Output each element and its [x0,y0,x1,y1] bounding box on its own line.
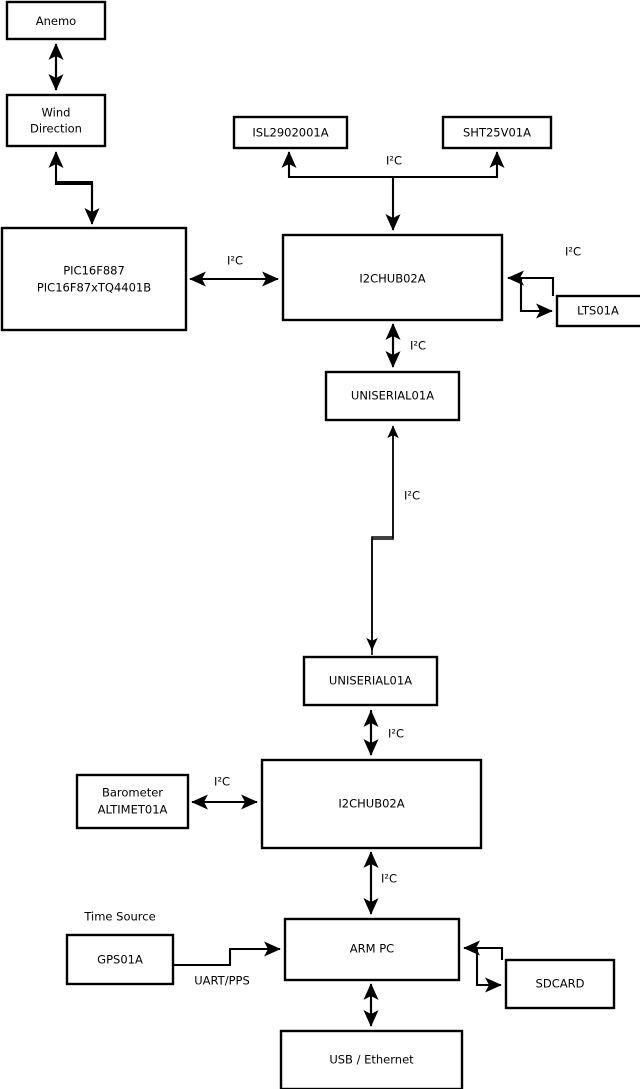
node-arm-pc-box[interactable] [283,917,461,982]
label-time-source: Time Source [83,910,155,924]
node-sht25v01a[interactable]: SHT25V01A [441,115,553,150]
node-anemo[interactable]: Anemo [5,0,107,41]
node-uniserial01a-upper[interactable]: UNISERIAL01A [324,370,461,422]
edge-hub-lts-in [507,270,555,296]
edge-pic-wind-up [48,151,94,215]
edge-hub-lts-out [519,278,553,319]
node-arm-pc-label: ARM PC [350,942,394,956]
label-i2c-uni-uni: I²C [404,489,420,503]
node-arm-pc[interactable]: ARM PC [283,917,461,982]
node-uniserial01a-lower-label: UNISERIAL01A [329,674,412,688]
node-pic16f887-box[interactable] [0,226,188,332]
node-uniserial01a-lower[interactable]: UNISERIAL01A [302,655,439,707]
node-i2chub02a-bottom-box[interactable] [260,758,483,850]
node-barometer-altimet01a-label-line1: Barometer [102,786,163,800]
node-sdcard-box[interactable] [504,958,616,1010]
node-i2chub02a-bottom-label: I2CHUB02A [338,797,404,811]
label-i2c-hub-uni: I²C [410,339,426,353]
node-isl2902001a-box[interactable] [232,115,349,150]
node-i2chub02a-top[interactable]: I2CHUB02A [281,233,504,322]
node-lts01a-box[interactable] [555,294,640,328]
node-isl2902001a[interactable]: ISL2902001A [232,115,349,150]
node-wind-direction[interactable]: Wind Direction [5,93,107,148]
edge-gps-arm [173,941,281,967]
node-wind-direction-label-line1: Wind [42,106,71,120]
label-uart-pps: UART/PPS [194,974,250,988]
node-anemo-label: Anemo [36,14,76,28]
node-barometer-altimet01a[interactable]: Barometer ALTIMET01A [75,773,190,830]
node-sdcard[interactable]: SDCARD [504,958,616,1010]
label-i2c-pic-hub: I²C [227,254,243,268]
node-wind-direction-box[interactable] [5,93,107,148]
node-uniserial01a-upper-label: UNISERIAL01A [351,389,434,403]
node-barometer-altimet01a-label-line2: ALTIMET01A [98,803,168,817]
node-pic16f887-label-line2: PIC16F87xTQ4401B [37,281,151,295]
edge-uni-uni-down [366,430,394,651]
label-i2c-hub-lts: I²C [565,245,581,259]
node-usb-ethernet-box[interactable] [279,1029,464,1089]
edge-uni-uni-up [371,425,399,655]
node-sdcard-label: SDCARD [536,977,585,991]
edge-arm-sdcard-out [475,948,502,993]
labels-layer: Time Source I²C I²C I²C I²C I²C I²C I²C … [83,154,581,988]
edges-layer [48,43,555,1027]
node-pic16f887-label-line1: PIC16F887 [63,264,125,278]
node-usb-ethernet-label: USB / Ethernet [329,1053,414,1067]
label-i2c-uni-hub2: I²C [388,727,404,741]
node-anemo-box[interactable] [5,0,107,41]
node-gps01a-label: GPS01A [97,953,143,967]
node-gps01a[interactable]: GPS01A [65,933,175,986]
node-uniserial01a-upper-box[interactable] [324,370,461,422]
node-i2chub02a-top-label: I2CHUB02A [359,272,425,286]
label-i2c-baro-hub2: I²C [214,775,230,789]
label-i2c-bus-top: I²C [386,154,402,168]
node-isl2902001a-label: ISL2902001A [252,126,328,140]
node-i2chub02a-bottom[interactable]: I2CHUB02A [260,758,483,850]
node-lts01a[interactable]: LTS01A [555,294,640,328]
node-i2chub02a-top-box[interactable] [281,233,504,322]
node-sht25v01a-label: SHT25V01A [463,126,531,140]
node-usb-ethernet[interactable]: USB / Ethernet [279,1029,464,1089]
edge-arm-sdcard-in [463,940,504,960]
node-wind-direction-label-line2: Direction [30,122,82,136]
node-pic16f887[interactable]: PIC16F887 PIC16F87xTQ4401B [0,226,188,332]
edge-pic-wind-down [56,180,100,225]
label-i2c-hub2-arm: I²C [381,872,397,886]
node-gps01a-box[interactable] [65,933,175,986]
node-barometer-altimet01a-box[interactable] [75,773,190,830]
node-sht25v01a-box[interactable] [441,115,553,150]
node-uniserial01a-lower-box[interactable] [302,655,439,707]
node-lts01a-label: LTS01A [577,304,619,318]
